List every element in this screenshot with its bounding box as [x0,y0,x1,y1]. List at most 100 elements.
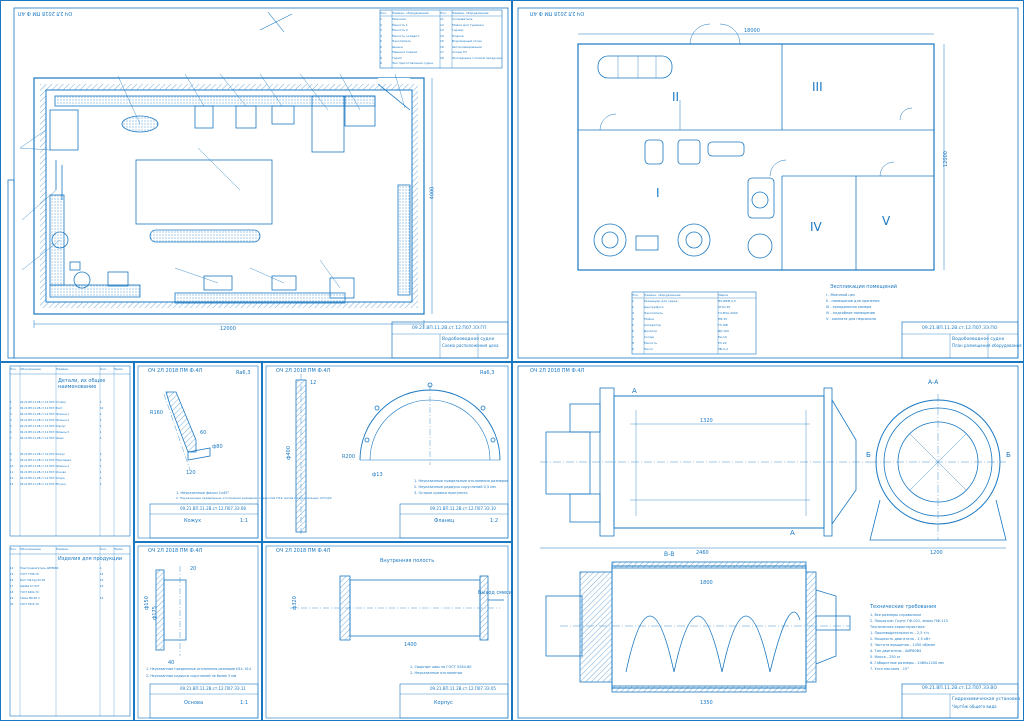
flange-note-2: 2. Неуказанные радиусы скруглений 0,5 мм [414,485,496,489]
table-cell: 7 [632,335,634,339]
table-cell: 15 [440,39,444,43]
table-cell: Центрифуга [644,305,664,309]
table-cell [100,602,114,608]
bom-section-1: Детали, их общее наименование [58,378,106,390]
table-cell: 09.21.ВП.11.2В.ст.12.П07.ЗЭ.12 [20,477,56,480]
table-header: Наимен. оборудования [644,293,681,297]
table-cell: Склеиватель [452,17,473,21]
table-cell: 1 [100,419,102,422]
base-note-2: 2. Неуказанные радиусы скруглений не бол… [146,674,237,678]
table-cell: 13 [10,483,14,486]
table-cell: РВ-0-2 [718,347,728,351]
list-item: 4. Тип двигателя - АИР80В4 [870,649,922,653]
plan-room-1: I [656,186,660,200]
table-cell: 2 [380,22,382,27]
table-cell: Т5-ОЖ [718,323,729,327]
table-cell: Кожух [56,453,65,456]
table-cell: 09.21.ВП.11.2В.ст.12.П07.ЗЭ.05 [20,425,56,428]
table-cell: Ёмкость охладит. [392,33,421,38]
table-cell: 7 [10,437,12,440]
table-cell: Электродвигатель АИР80В4 [20,567,59,570]
base-dim-2: ф175 [151,606,158,620]
assembly-section-bb: В-В [664,551,675,558]
table-cell [440,60,452,66]
flange-title: Фланец [434,518,455,524]
table-cell: Фланец 3 [56,431,70,434]
flange-dim-3: ф13 [372,472,383,478]
list-item: Техническая характеристика: [870,625,926,629]
housing-note-1: 1. Сварные швы по ГОСТ 5264-80 [410,665,472,669]
housing-part-drawing [265,545,509,719]
housing-dim-2: ф320 [291,596,298,610]
table-cell: 16 [10,579,14,582]
flange-scale: 1:2 [490,518,499,524]
table-cell: Гайка М6-6Н.5 [20,597,40,600]
cover-part-drawing [137,365,259,539]
table-cell: 8 [380,55,382,60]
layout-dim-height: 4000 [429,186,436,200]
layout-title: Водобоеводное судно [442,337,495,342]
assembly-dim-5: 1350 [700,700,713,706]
table-cell: 1 [380,17,382,21]
table-cell: 1 [100,425,102,428]
table-cell: 6 [380,44,382,49]
list-item: 1. Все размеры справочные [870,613,922,617]
table-cell: 1 [100,437,102,440]
table-cell: Т4-ВЧА-2000 [718,311,738,315]
table-cell: Автоклавирование [452,44,482,49]
table-header: Наимен. [56,547,70,551]
table-cell: ЕА-10 [718,335,727,339]
table-row: 209.21.ВП.11.2В.ст.12.П07.ЗЭ.02Болт10 [10,406,130,412]
table-cell: Резервуар для сырья [644,299,678,303]
table-cell: Склад ГП [452,50,467,54]
table-cell: ОГШ-35 [718,305,731,309]
cover-stamp: ОЧ 2Л 2018 ПМ Ф.4Л [148,368,203,374]
table-cell: 3 [632,311,634,315]
table-cell: 1 [632,299,634,303]
table-header: Кол. [100,367,107,371]
table-cell: 5 [380,39,382,43]
assembly-code: 09.21.ВП.11.2В.ст.12.П07.ЗЭ.ВО [922,686,998,691]
assembly-dim-2: 1200 [930,550,943,556]
assembly-tech-title: Технические требования [870,604,937,610]
base-dim-1: ф150 [143,596,150,610]
table-header: Поз. [440,11,447,15]
table-cell [90,602,100,608]
assembly-drawing [517,365,1019,719]
table-row: 709.21.ВП.11.2В.ст.12.П07.ЗЭ.07Шнек1 [10,436,130,442]
table-cell: Мойка для тушёнки [452,22,484,27]
flange-dim-4: 12 [310,380,317,386]
table-cell: 1 [100,567,102,570]
cover-dim-1: R160 [150,410,164,416]
base-dim-3: 20 [190,566,197,572]
base-title: Основа [184,700,204,706]
table-cell: 09.21.ВП.11.2В.ст.12.П07.ЗЭ.01 [20,401,56,404]
flange-dim-1: ф400 [285,446,292,460]
table-cell: Втулка [56,483,66,486]
plan-drawing [517,7,1019,359]
table-cell: 10 [100,407,104,410]
table-cell: Ёмкость 1 [392,22,408,27]
table-cell: Р3-22 [718,341,727,345]
sheet-part-housing [262,542,512,721]
table-cell: 09.21.ВП.11.2В.ст.12.П07.ЗЭ.04 [20,419,56,422]
flange-stamp: ОЧ 2Л 2018 ПМ Ф.4Л [276,368,331,374]
bom-section-2: Изделия для продукции [58,556,123,562]
